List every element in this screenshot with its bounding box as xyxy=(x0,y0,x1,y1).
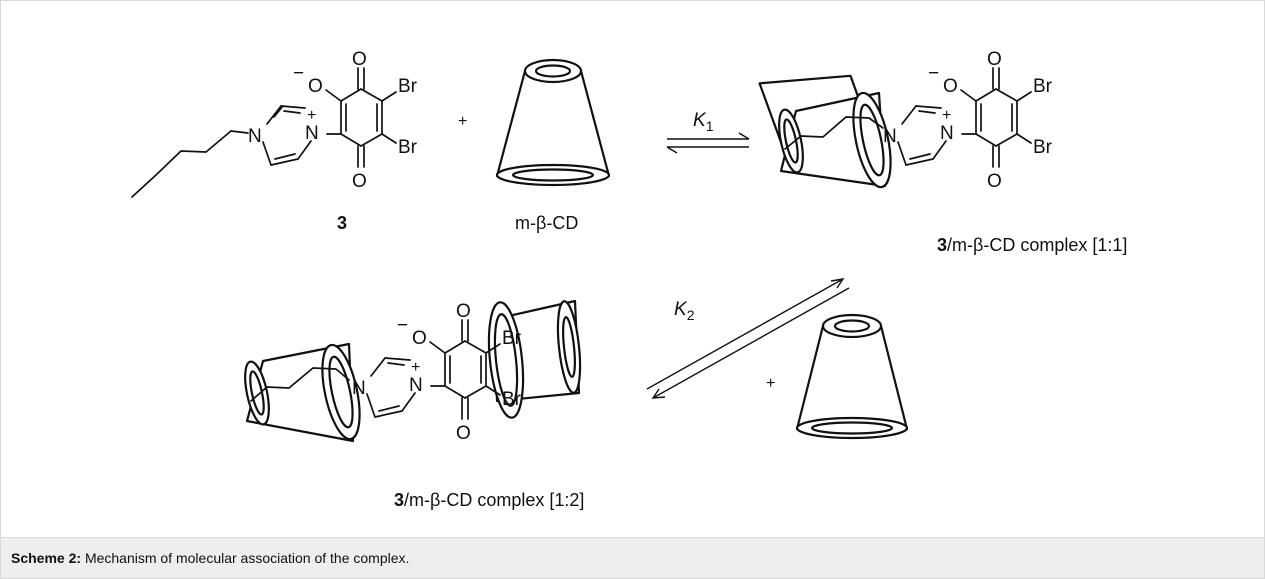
n-atom: N xyxy=(248,126,262,147)
plus-sign-2: + xyxy=(766,375,775,392)
oxygen-anion: O xyxy=(308,76,323,97)
reaction-scheme: N N + O O O − Br xyxy=(131,49,1127,510)
negative-charge: − xyxy=(293,63,304,84)
svg-text:O: O xyxy=(943,76,958,97)
svg-text:Br: Br xyxy=(1033,76,1053,97)
caption-label: Scheme 2: xyxy=(11,550,82,566)
svg-text:−: − xyxy=(397,315,408,336)
bond-chain-n xyxy=(230,130,249,134)
complex-1-1-label: 3/m-β-CD complex [1:1] xyxy=(937,235,1127,255)
bromine-bottom: Br xyxy=(398,137,418,158)
svg-text:Br: Br xyxy=(1033,137,1053,158)
k1-constant: K1 xyxy=(693,110,714,134)
complex11-chain xyxy=(784,116,884,150)
svg-text:O: O xyxy=(456,423,471,444)
svg-text:Br: Br xyxy=(502,389,522,410)
cyclodextrin-cone-2 xyxy=(795,313,909,440)
svg-text:+: + xyxy=(411,359,420,376)
positive-charge: + xyxy=(307,107,316,124)
caption-text: Mechanism of molecular association of th… xyxy=(84,550,410,566)
imidazolium-ring xyxy=(262,105,312,166)
svg-text:O: O xyxy=(412,328,427,349)
complex-1-2-label: 3/m-β-CD complex [1:2] xyxy=(394,490,584,510)
svg-text:O: O xyxy=(987,171,1002,192)
quinone-ring xyxy=(325,67,397,168)
svg-text:N: N xyxy=(883,126,897,147)
compound-3-label: 3 xyxy=(337,213,347,233)
host-label: m-β-CD xyxy=(515,213,578,233)
equilibrium-arrows-k1 xyxy=(666,132,750,154)
scheme-figure: N N + O O O − Br xyxy=(0,0,1265,537)
complex-1-2: N N + O O O − Br Br xyxy=(244,299,582,444)
figure-caption: Scheme 2: Mechanism of molecular associa… xyxy=(0,537,1265,579)
n-plus-atom: N xyxy=(305,123,319,144)
complex11-cone-rim xyxy=(852,91,892,189)
butyl-chain xyxy=(131,130,232,198)
svg-text:N: N xyxy=(352,378,366,399)
bromine-top: Br xyxy=(398,76,418,97)
equilibrium-arrows-k2 xyxy=(646,278,850,399)
oxygen-top: O xyxy=(352,49,367,70)
k2-constant: K2 xyxy=(674,299,695,323)
svg-text:Br: Br xyxy=(502,328,522,349)
svg-text:N: N xyxy=(940,123,954,144)
oxygen-bottom: O xyxy=(352,171,367,192)
svg-text:+: + xyxy=(942,107,951,124)
complex-1-1: N N + O O O − Br Br xyxy=(758,49,1053,192)
svg-text:O: O xyxy=(456,301,471,322)
cyclodextrin-cone xyxy=(495,58,611,187)
svg-text:−: − xyxy=(928,63,939,84)
svg-text:O: O xyxy=(987,49,1002,70)
svg-text:N: N xyxy=(409,375,423,396)
molecule-3: N N + O O O − Br xyxy=(131,49,418,198)
plus-sign-1: + xyxy=(458,113,467,130)
